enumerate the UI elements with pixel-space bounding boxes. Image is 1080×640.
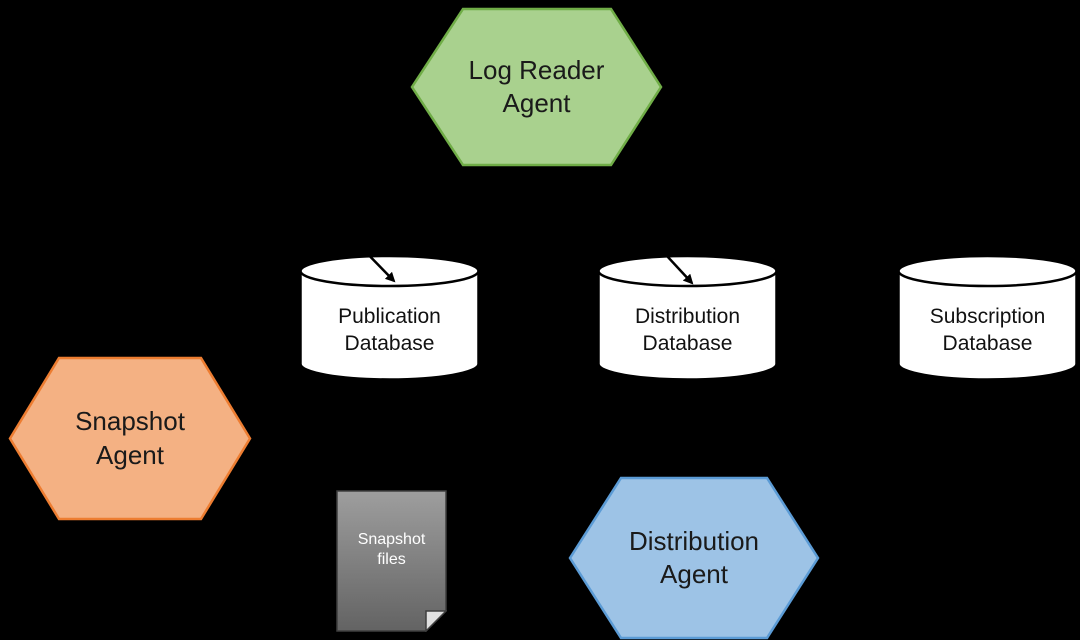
snapshot-files-document <box>336 490 447 632</box>
distribution-agent-label: Distribution Agent <box>628 525 760 589</box>
snapshot-agent-hexagon <box>8 356 252 521</box>
subscription-database-node: Subscription Database <box>897 254 1078 381</box>
distribution-database-label: Distribution Database <box>634 304 741 355</box>
snapshot-files-node: Snapshot files <box>336 490 447 632</box>
distribution-database-node: Distribution Database <box>597 254 778 381</box>
distribution-agent-hexagon <box>568 476 820 640</box>
log-reader-agent-hexagon <box>410 7 663 167</box>
snapshot-files-label: Snapshot files <box>357 530 426 568</box>
distribution-agent-node: Distribution Agent <box>568 476 820 640</box>
subscription-database-label: Subscription Database <box>929 304 1046 355</box>
snapshot-agent-node: Snapshot Agent <box>8 356 252 521</box>
publication-database-node: Publication Database <box>299 254 480 381</box>
log-reader-agent-label: Log Reader Agent <box>468 54 605 118</box>
snapshot-agent-label: Snapshot Agent <box>75 406 185 470</box>
publication-database-label: Publication Database <box>338 304 441 355</box>
subscription-database-cylinder <box>897 254 1078 381</box>
log-reader-agent-node: Log Reader Agent <box>410 7 663 167</box>
